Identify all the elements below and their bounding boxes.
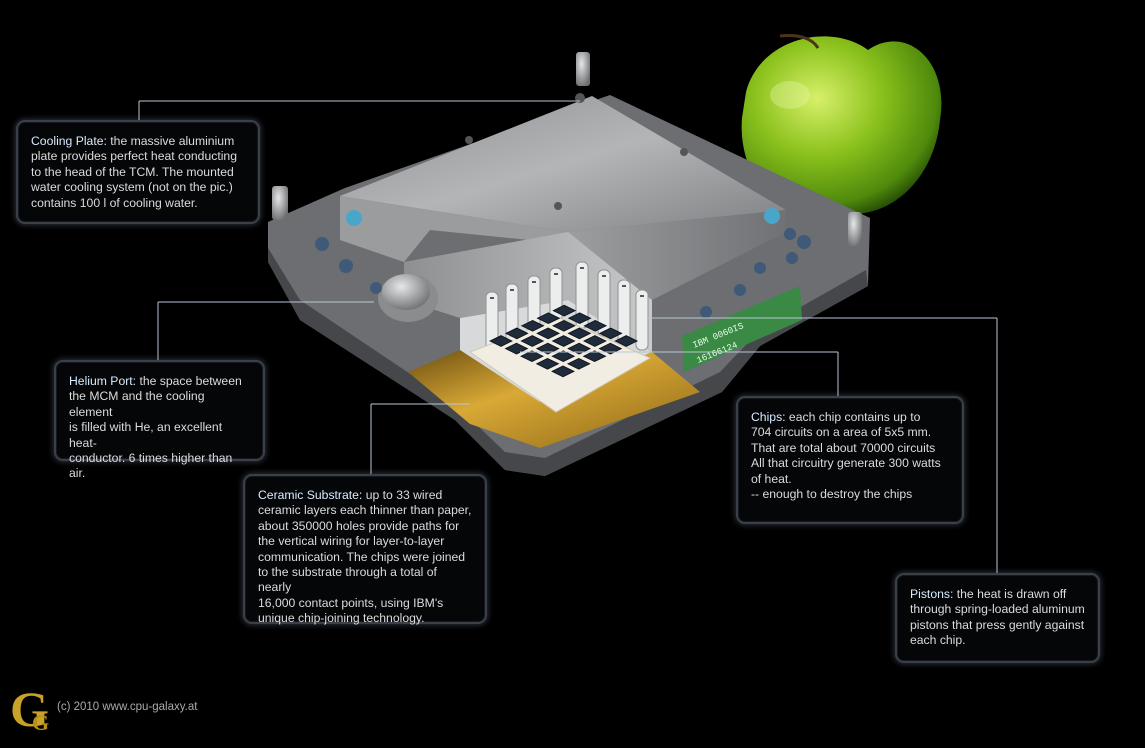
callout-cooling-plate-title: Cooling Plate: [31,134,107,148]
apple [741,34,942,215]
chip [551,365,575,378]
callout-ceramic-substrate: Ceramic Substrate: up to 33 wired cerami… [243,474,487,626]
callout-chips: Chips: each chip contains up to 704 circ… [736,396,964,524]
chip [489,335,513,347]
chip [551,335,576,347]
svg-text:G: G [32,710,49,735]
chip [551,350,576,363]
chip [567,312,592,325]
footer: G G (c) 2010 www.cpu-galaxy.at [10,680,270,740]
chip [582,335,607,347]
chip [504,342,529,355]
chip [536,327,561,340]
callout-helium-port-title: Helium Port: [69,374,137,388]
chip [567,327,592,340]
callout-pistons: Pistons: the heat is drawn off through s… [895,573,1100,663]
callout-helium-port-text: the space between the MCM and the coolin… [69,374,242,481]
chip [582,350,607,363]
chip [566,357,591,370]
callout-cooling-plate: Cooling Plate: the massive aluminium pla… [16,120,260,224]
chip [598,327,623,340]
chip-grid [489,304,639,378]
bolts [272,52,862,318]
svg-text:G: G [10,681,49,736]
chip [583,319,608,332]
chip [520,319,545,332]
callout-cooling-plate-text: the massive aluminium plate provides per… [31,134,237,210]
callout-helium-port: Helium Port: the space between the MCM a… [54,360,265,480]
cpu-galaxy-logo-icon: G G [10,681,49,736]
chip [552,304,577,317]
callout-chips-text: each chip contains up to 704 circuits on… [751,410,941,502]
callout-ceramic-substrate-title: Ceramic Substrate: [258,488,363,502]
chip [536,312,561,325]
callout-pistons-title: Pistons: [910,587,954,601]
callout-pistons-text: the heat is drawn off through spring-loa… [910,587,1085,648]
helium-port-cap [378,274,438,322]
copyright-text: (c) 2010 www.cpu-galaxy.at [57,701,198,713]
chip [504,327,529,340]
callout-ceramic-substrate-text: up to 33 wired ceramic layers each thinn… [258,488,472,626]
chip [520,335,545,347]
chip [614,335,639,347]
callout-chips-title: Chips: [751,410,786,424]
chip [520,350,544,363]
chip [551,319,576,332]
chip [535,357,560,370]
